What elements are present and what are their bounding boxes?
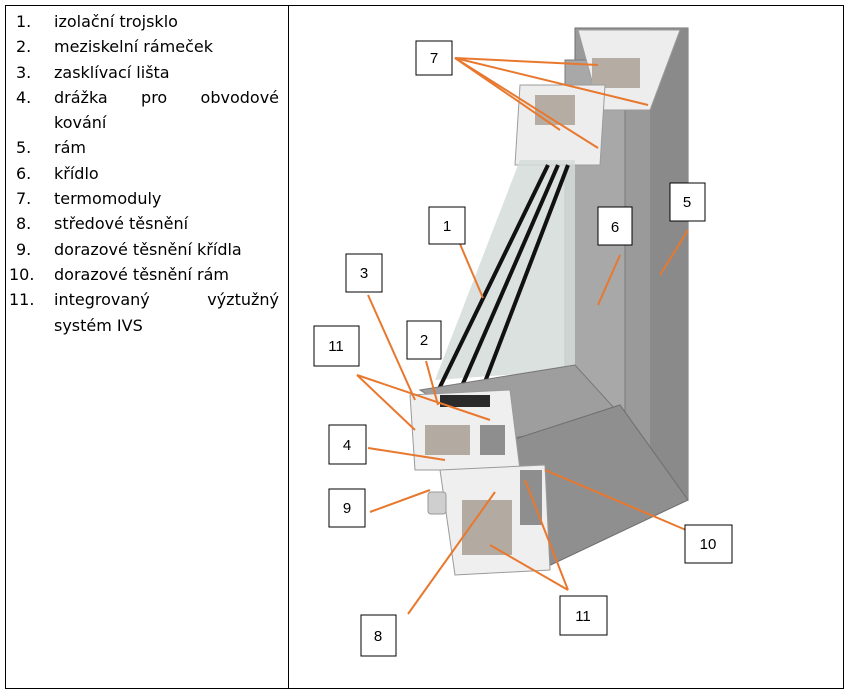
legend-text: dorazové těsnění křídla	[54, 239, 242, 259]
callout-label: 4	[343, 437, 351, 454]
legend-num: 2.	[16, 37, 32, 57]
leader-2	[425, 360, 439, 406]
legend-item-5: 5. rám	[0, 135, 288, 160]
callout-label: 11	[328, 338, 344, 355]
legend-text: dorazové těsnění rám	[54, 264, 229, 284]
leader-7b	[454, 57, 649, 106]
legend-item-4: 4. drážka pro obvodové kování	[0, 85, 288, 136]
callout-9: 9	[328, 488, 366, 528]
legend-item-1: 1. izolační trojsklo	[0, 9, 288, 34]
legend-text-cont: systém IVS	[54, 315, 143, 335]
legend-text: zasklívací lišta	[54, 62, 170, 82]
callout-label: 7	[430, 50, 438, 67]
legend-text: středové těsnění	[54, 214, 189, 234]
callout-label: 9	[343, 500, 351, 517]
legend-item-9: 9. dorazové těsnění křídla	[0, 237, 288, 262]
legend-num: 1.	[16, 12, 32, 31]
callout-label: 10	[700, 536, 717, 553]
hardware-knob	[427, 491, 447, 515]
callout-label: 8	[374, 628, 382, 645]
legend-num: 10.	[9, 264, 35, 284]
glass-edge-2	[456, 164, 560, 396]
callout-6: 6	[597, 206, 633, 246]
leader-3	[367, 294, 416, 401]
legend-num: 11.	[9, 290, 35, 310]
leader-11b-2	[524, 479, 569, 591]
callout-11a: 11	[313, 325, 360, 367]
callout-label: 2	[420, 332, 428, 349]
callout-label: 11	[575, 608, 591, 625]
leader-10	[544, 469, 687, 531]
legend-item-10: 10. dorazové těsnění rám	[0, 262, 288, 287]
legend-num: 9.	[16, 239, 32, 259]
callout-4: 4	[328, 424, 367, 465]
legend-list: 1. izolační trojsklo 2. meziskelní rámeček…	[0, 9, 288, 338]
callout-label: 1	[443, 218, 451, 235]
leader-8	[407, 491, 496, 615]
glass-edge-3	[478, 164, 570, 396]
legend-text: termomoduly	[54, 189, 162, 209]
callout-2: 2	[406, 320, 442, 360]
window-profile-illustration	[409, 27, 689, 576]
legend-text: drážka pro obvodové	[54, 87, 279, 107]
leader-11a-2	[356, 374, 491, 421]
leader-7d	[454, 57, 599, 149]
glass-pane	[435, 160, 575, 380]
callout-11b: 11	[559, 595, 608, 636]
frame-vertical-side	[650, 28, 688, 500]
legend-item-2: 2. meziskelní rámeček	[0, 34, 288, 59]
legend-item-8: 8. středové těsnění	[0, 211, 288, 236]
legend-item-7: 7. termomoduly	[0, 186, 288, 211]
leader-5	[659, 229, 689, 276]
callout-label: 3	[360, 265, 368, 282]
thermo-foam-top	[592, 58, 640, 88]
leader-4	[367, 447, 446, 461]
legend-num: 7.	[16, 189, 32, 209]
legend-item-3: 3. zasklívací lišta	[0, 60, 288, 85]
legend-text: křídlo	[54, 163, 99, 183]
legend-text: integrovaný výztužný	[54, 290, 279, 310]
glass-edge-1	[434, 164, 550, 396]
legend-num: 3.	[16, 62, 32, 82]
callouts: 7 1 6 5 3 2 11 4	[313, 40, 733, 657]
callout-label: 6	[611, 219, 619, 236]
leader-11a-1	[356, 374, 416, 431]
callout-8: 8	[360, 614, 397, 657]
legend-text: izolační trojsklo	[54, 12, 178, 31]
legend-item-11: 11. integrovaný výztužný systém IVS	[0, 287, 288, 338]
column-divider	[288, 5, 289, 689]
legend-text: rám	[54, 138, 86, 158]
window-profile-diagram: 7 1 6 5 3 2 11 4	[313, 27, 733, 657]
leader-lines	[356, 57, 689, 615]
sash-foam	[425, 425, 470, 455]
legend-num: 8.	[16, 214, 32, 234]
callout-3: 3	[345, 253, 383, 293]
callout-7: 7	[415, 40, 453, 76]
legend-text-cont: kování	[54, 113, 107, 133]
glazing-bead-seal	[440, 395, 490, 407]
callout-10: 10	[684, 524, 733, 564]
legend-item-6: 6. křídlo	[0, 161, 288, 186]
callout-label: 5	[683, 194, 691, 211]
legend-text: meziskelní rámeček	[54, 37, 213, 57]
callout-5: 5	[669, 182, 706, 222]
sash-reinforcement	[480, 425, 505, 455]
leader-9	[369, 489, 431, 513]
legend-num: 5.	[16, 138, 32, 158]
callout-1: 1	[428, 206, 466, 245]
leader-6	[597, 254, 621, 306]
table-border	[5, 5, 844, 689]
leader-1	[459, 243, 484, 299]
legend-num: 4.	[16, 87, 32, 107]
leader-7a	[454, 57, 599, 66]
leader-11b-1	[489, 544, 569, 591]
legend-num: 6.	[16, 163, 32, 183]
